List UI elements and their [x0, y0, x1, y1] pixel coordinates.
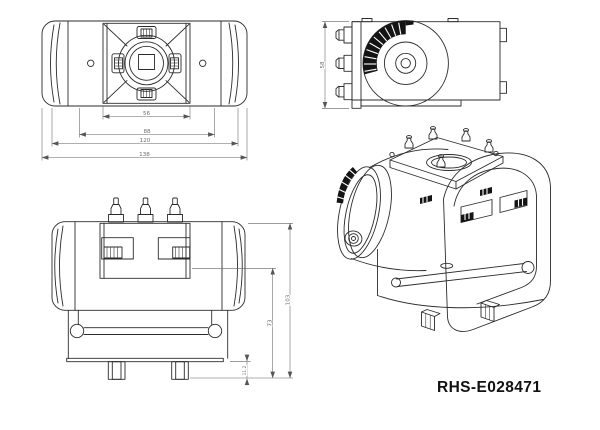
center-flange-plate: [102, 22, 191, 104]
iso-bar-and-feet: [391, 261, 535, 331]
dim-label-front-3: 11.2: [242, 365, 248, 375]
front-view-dimensions: 103 73 11.2: [190, 223, 293, 386]
air-fittings: [335, 26, 353, 101]
dim-label-top-4: 138: [139, 152, 150, 158]
dim-label-front-1: 73: [268, 319, 274, 327]
iso-end-cap-dial: [336, 164, 392, 260]
top-view: 56 88 120 138: [41, 20, 248, 161]
mounting-bracket: [66, 309, 229, 380]
isometric-view: [336, 126, 551, 332]
front-view: 103 73 11.2: [51, 197, 293, 386]
iso-body: [351, 148, 544, 309]
front-flange-plate: [99, 222, 191, 279]
side-view-dimensions: 58: [319, 21, 349, 109]
front-body-outline: [51, 221, 246, 311]
iso-dial-ticks: [336, 169, 356, 200]
dim-label-front-2: 103: [286, 294, 292, 305]
iso-top-flange: [389, 137, 504, 190]
actuator-body-outline: [41, 20, 248, 107]
iso-fittings: [404, 126, 494, 168]
iso-yoke-bracket: [420, 152, 551, 332]
dim-label-side-1: 58: [320, 61, 326, 69]
position-indicator-dial: [362, 20, 449, 107]
part-number: RHS-E028471: [437, 379, 541, 396]
dial-scale-ticks: [364, 22, 402, 72]
dim-label-top-2: 88: [143, 129, 151, 135]
side-view: 58: [319, 18, 507, 109]
dim-label-top-1: 56: [143, 111, 151, 117]
dim-label-top-3: 120: [140, 138, 151, 144]
top-view-dimensions: 56 88 120 138: [41, 106, 248, 161]
drive-shaft-bore: [118, 34, 175, 92]
front-air-fittings: [108, 197, 183, 223]
clamp-fittings: [111, 26, 182, 101]
